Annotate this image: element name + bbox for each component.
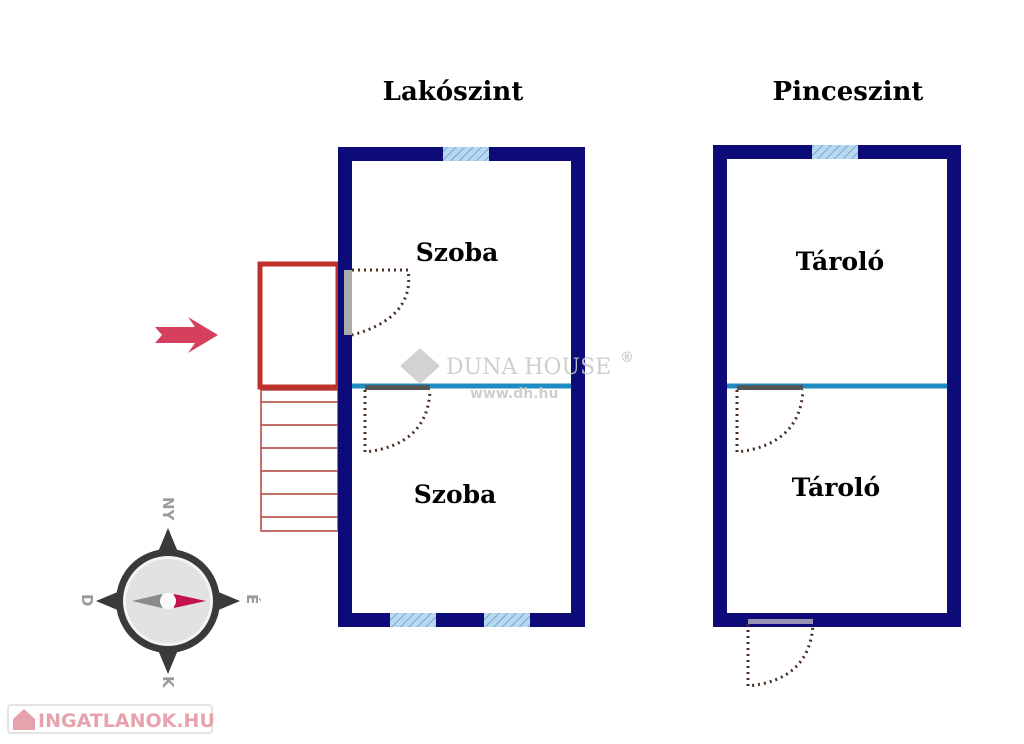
duna-house-logo-icon (400, 348, 440, 384)
room-label: Tároló (796, 247, 884, 276)
compass-south-label: K (159, 676, 177, 689)
compass-icon: NY É K D (78, 497, 262, 689)
entrance-arrow-icon (155, 317, 218, 353)
level-title-basement: Pinceszint (773, 77, 924, 107)
entry-porch (257, 261, 341, 532)
room-label: Szoba (414, 480, 497, 509)
stairs (260, 389, 339, 532)
ingatlanok-logo: INGATLANOK.HU (7, 704, 215, 734)
basement-plan: Tároló Tároló (713, 145, 961, 688)
compass-west-label: D (78, 594, 96, 606)
room-label: Szoba (416, 238, 499, 267)
exterior-door (746, 619, 815, 688)
watermark-brand: DUNA HOUSE (446, 355, 611, 380)
level-title-ground: Lakószint (383, 77, 524, 107)
watermark-url: www.dh.hu (470, 386, 558, 402)
watermark-registered: ® (620, 350, 634, 366)
watermark: DUNA HOUSE ® www.dh.hu (400, 348, 634, 402)
compass-north-label: NY (159, 497, 177, 522)
house-icon (13, 709, 35, 730)
door (344, 268, 411, 337)
window (812, 145, 858, 159)
ground-floor-plan: Szoba Szoba (338, 147, 585, 627)
compass-east-label: É (243, 594, 262, 604)
room-label: Tároló (792, 473, 880, 502)
window (443, 147, 489, 161)
window (484, 613, 530, 627)
door (735, 385, 805, 454)
footer-logo-text: INGATLANOK.HU (38, 710, 215, 732)
window (390, 613, 436, 627)
door (363, 385, 432, 454)
